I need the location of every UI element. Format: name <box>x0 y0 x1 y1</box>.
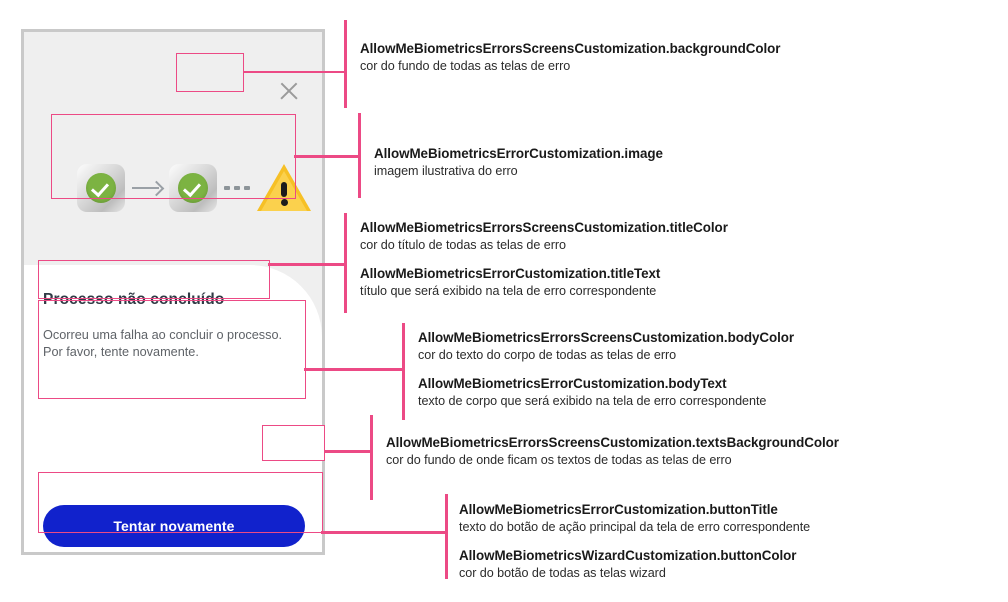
leader-line-body <box>304 368 404 371</box>
annotation-description: cor do fundo de onde ficam os textos de … <box>386 453 732 467</box>
annotation-description: cor do título de todas as telas de erro <box>360 238 566 252</box>
annotation-api-name: AllowMeBiometricsErrorsScreensCustomizat… <box>418 330 795 345</box>
annotation-description: texto de corpo que será exibido na tela … <box>418 394 767 408</box>
dashed-line-icon <box>224 186 250 190</box>
highlight-box-background-color <box>176 53 244 92</box>
annotation-api-name: AllowMeBiometricsErrorCustomization.body… <box>418 376 727 391</box>
leader-line-title <box>268 263 346 266</box>
highlight-box-button <box>38 472 323 533</box>
annotation-description: cor do texto do corpo de todas as telas … <box>418 348 677 362</box>
warning-triangle-icon <box>257 164 311 212</box>
leader-line-texts-background-color <box>324 450 372 453</box>
phone-mockup: Processo não concluído Ocorreu uma falha… <box>21 29 325 555</box>
error-body-text: Ocorreu uma falha ao concluir o processo… <box>43 328 283 359</box>
highlight-box-title <box>38 260 270 299</box>
leader-line-background-color <box>243 71 346 73</box>
annotation-api-name: AllowMeBiometricsErrorsScreensCustomizat… <box>386 435 839 450</box>
arrow-right-icon <box>132 180 162 196</box>
annotation-image: AllowMeBiometricsErrorCustomization.imag… <box>374 145 663 180</box>
annotation-api-name: AllowMeBiometricsErrorCustomization.titl… <box>360 266 661 281</box>
highlight-box-image <box>51 114 296 199</box>
close-icon[interactable] <box>278 80 300 102</box>
retry-button[interactable]: Tentar novamente <box>43 505 305 547</box>
bracket-texts-background-color <box>370 415 373 500</box>
phone-screen: Processo não concluído Ocorreu uma falha… <box>24 32 322 552</box>
bracket-title <box>344 213 347 313</box>
annotation-button: AllowMeBiometricsErrorCustomization.butt… <box>459 501 810 582</box>
annotation-api-name: AllowMeBiometricsErrorCustomization.butt… <box>459 502 778 517</box>
annotation-description: texto do botão de ação principal da tela… <box>459 520 811 534</box>
highlight-box-texts-background-color <box>262 425 325 461</box>
bracket-body <box>402 323 405 420</box>
bracket-background-color <box>344 20 347 108</box>
annotation-title: AllowMeBiometricsErrorsScreensCustomizat… <box>360 219 728 300</box>
bracket-button <box>445 494 448 579</box>
leader-line-button <box>321 531 447 534</box>
annotation-api-name: AllowMeBiometricsErrorsScreensCustomizat… <box>360 220 728 235</box>
bracket-image <box>358 113 361 198</box>
annotation-description: cor do fundo de todas as telas de erro <box>360 59 571 73</box>
highlight-box-body <box>38 300 306 399</box>
annotation-api-name: AllowMeBiometricsErrorsScreensCustomizat… <box>360 41 781 56</box>
annotation-background-color: AllowMeBiometricsErrorsScreensCustomizat… <box>360 40 780 75</box>
leader-line-image <box>294 155 360 158</box>
texts-background-sheet: Processo não concluído Ocorreu uma falha… <box>24 265 322 552</box>
annotation-body: AllowMeBiometricsErrorsScreensCustomizat… <box>418 329 794 410</box>
error-title: Processo não concluído <box>43 291 225 308</box>
annotation-api-name: AllowMeBiometricsErrorCustomization.imag… <box>374 146 663 161</box>
annotation-description: cor do botão de todas as telas wizard <box>459 566 666 580</box>
annotation-description: título que será exibido na tela de erro … <box>360 284 657 298</box>
annotation-texts-background-color: AllowMeBiometricsErrorsScreensCustomizat… <box>386 434 839 469</box>
annotation-api-name: AllowMeBiometricsWizardCustomization.but… <box>459 548 797 563</box>
annotation-description: imagem ilustrativa do erro <box>374 164 518 178</box>
